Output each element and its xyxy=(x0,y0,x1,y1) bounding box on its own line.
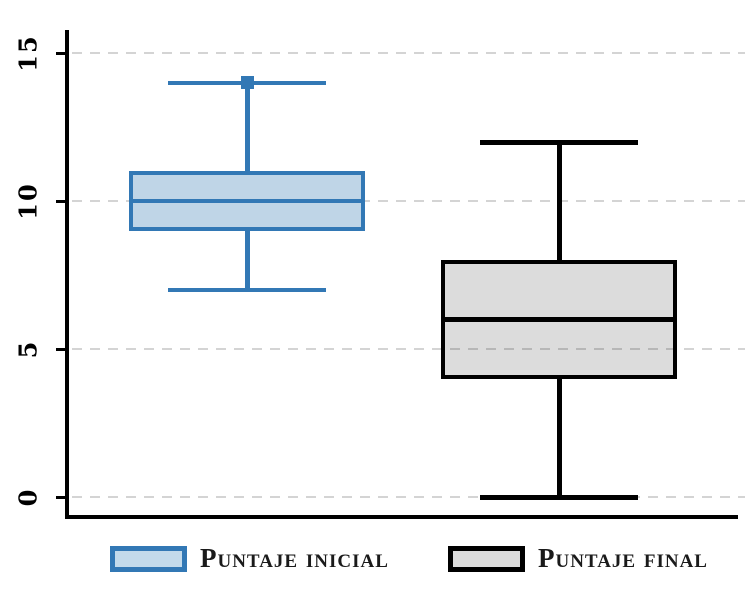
y-axis-line xyxy=(65,30,69,519)
series-0-stem-bottom xyxy=(244,230,250,290)
gridline-y5 xyxy=(72,348,745,350)
x-axis-line xyxy=(65,515,738,519)
y-tick-0 xyxy=(56,495,65,499)
legend-swatch-puntaje-inicial xyxy=(110,545,187,572)
gridline-y0 xyxy=(72,496,745,498)
legend-swatch-puntaje-final xyxy=(448,545,525,572)
series-1-cap-bottom xyxy=(480,495,638,500)
gridline-y15 xyxy=(72,52,745,54)
gridline-y10 xyxy=(72,200,745,202)
y-tick-5 xyxy=(56,347,65,351)
y-tick-15 xyxy=(56,51,65,55)
series-1-cap-top xyxy=(480,139,638,145)
series-0-marker-square xyxy=(240,76,254,90)
series-0-median xyxy=(129,199,365,203)
legend-item-puntaje-final: Puntaje final xyxy=(448,543,708,574)
legend-item-puntaje-inicial: Puntaje inicial xyxy=(110,543,389,574)
legend-label-puntaje-inicial: Puntaje inicial xyxy=(200,543,389,573)
series-0-stem-top xyxy=(244,82,250,172)
legend-label-puntaje-final: Puntaje final xyxy=(538,543,708,573)
y-tick-10 xyxy=(56,199,65,203)
series-1-stem-top xyxy=(556,141,562,261)
series-1-median xyxy=(441,317,677,323)
series-1-stem-bottom xyxy=(556,378,562,497)
series-0-cap-bottom xyxy=(168,287,326,292)
